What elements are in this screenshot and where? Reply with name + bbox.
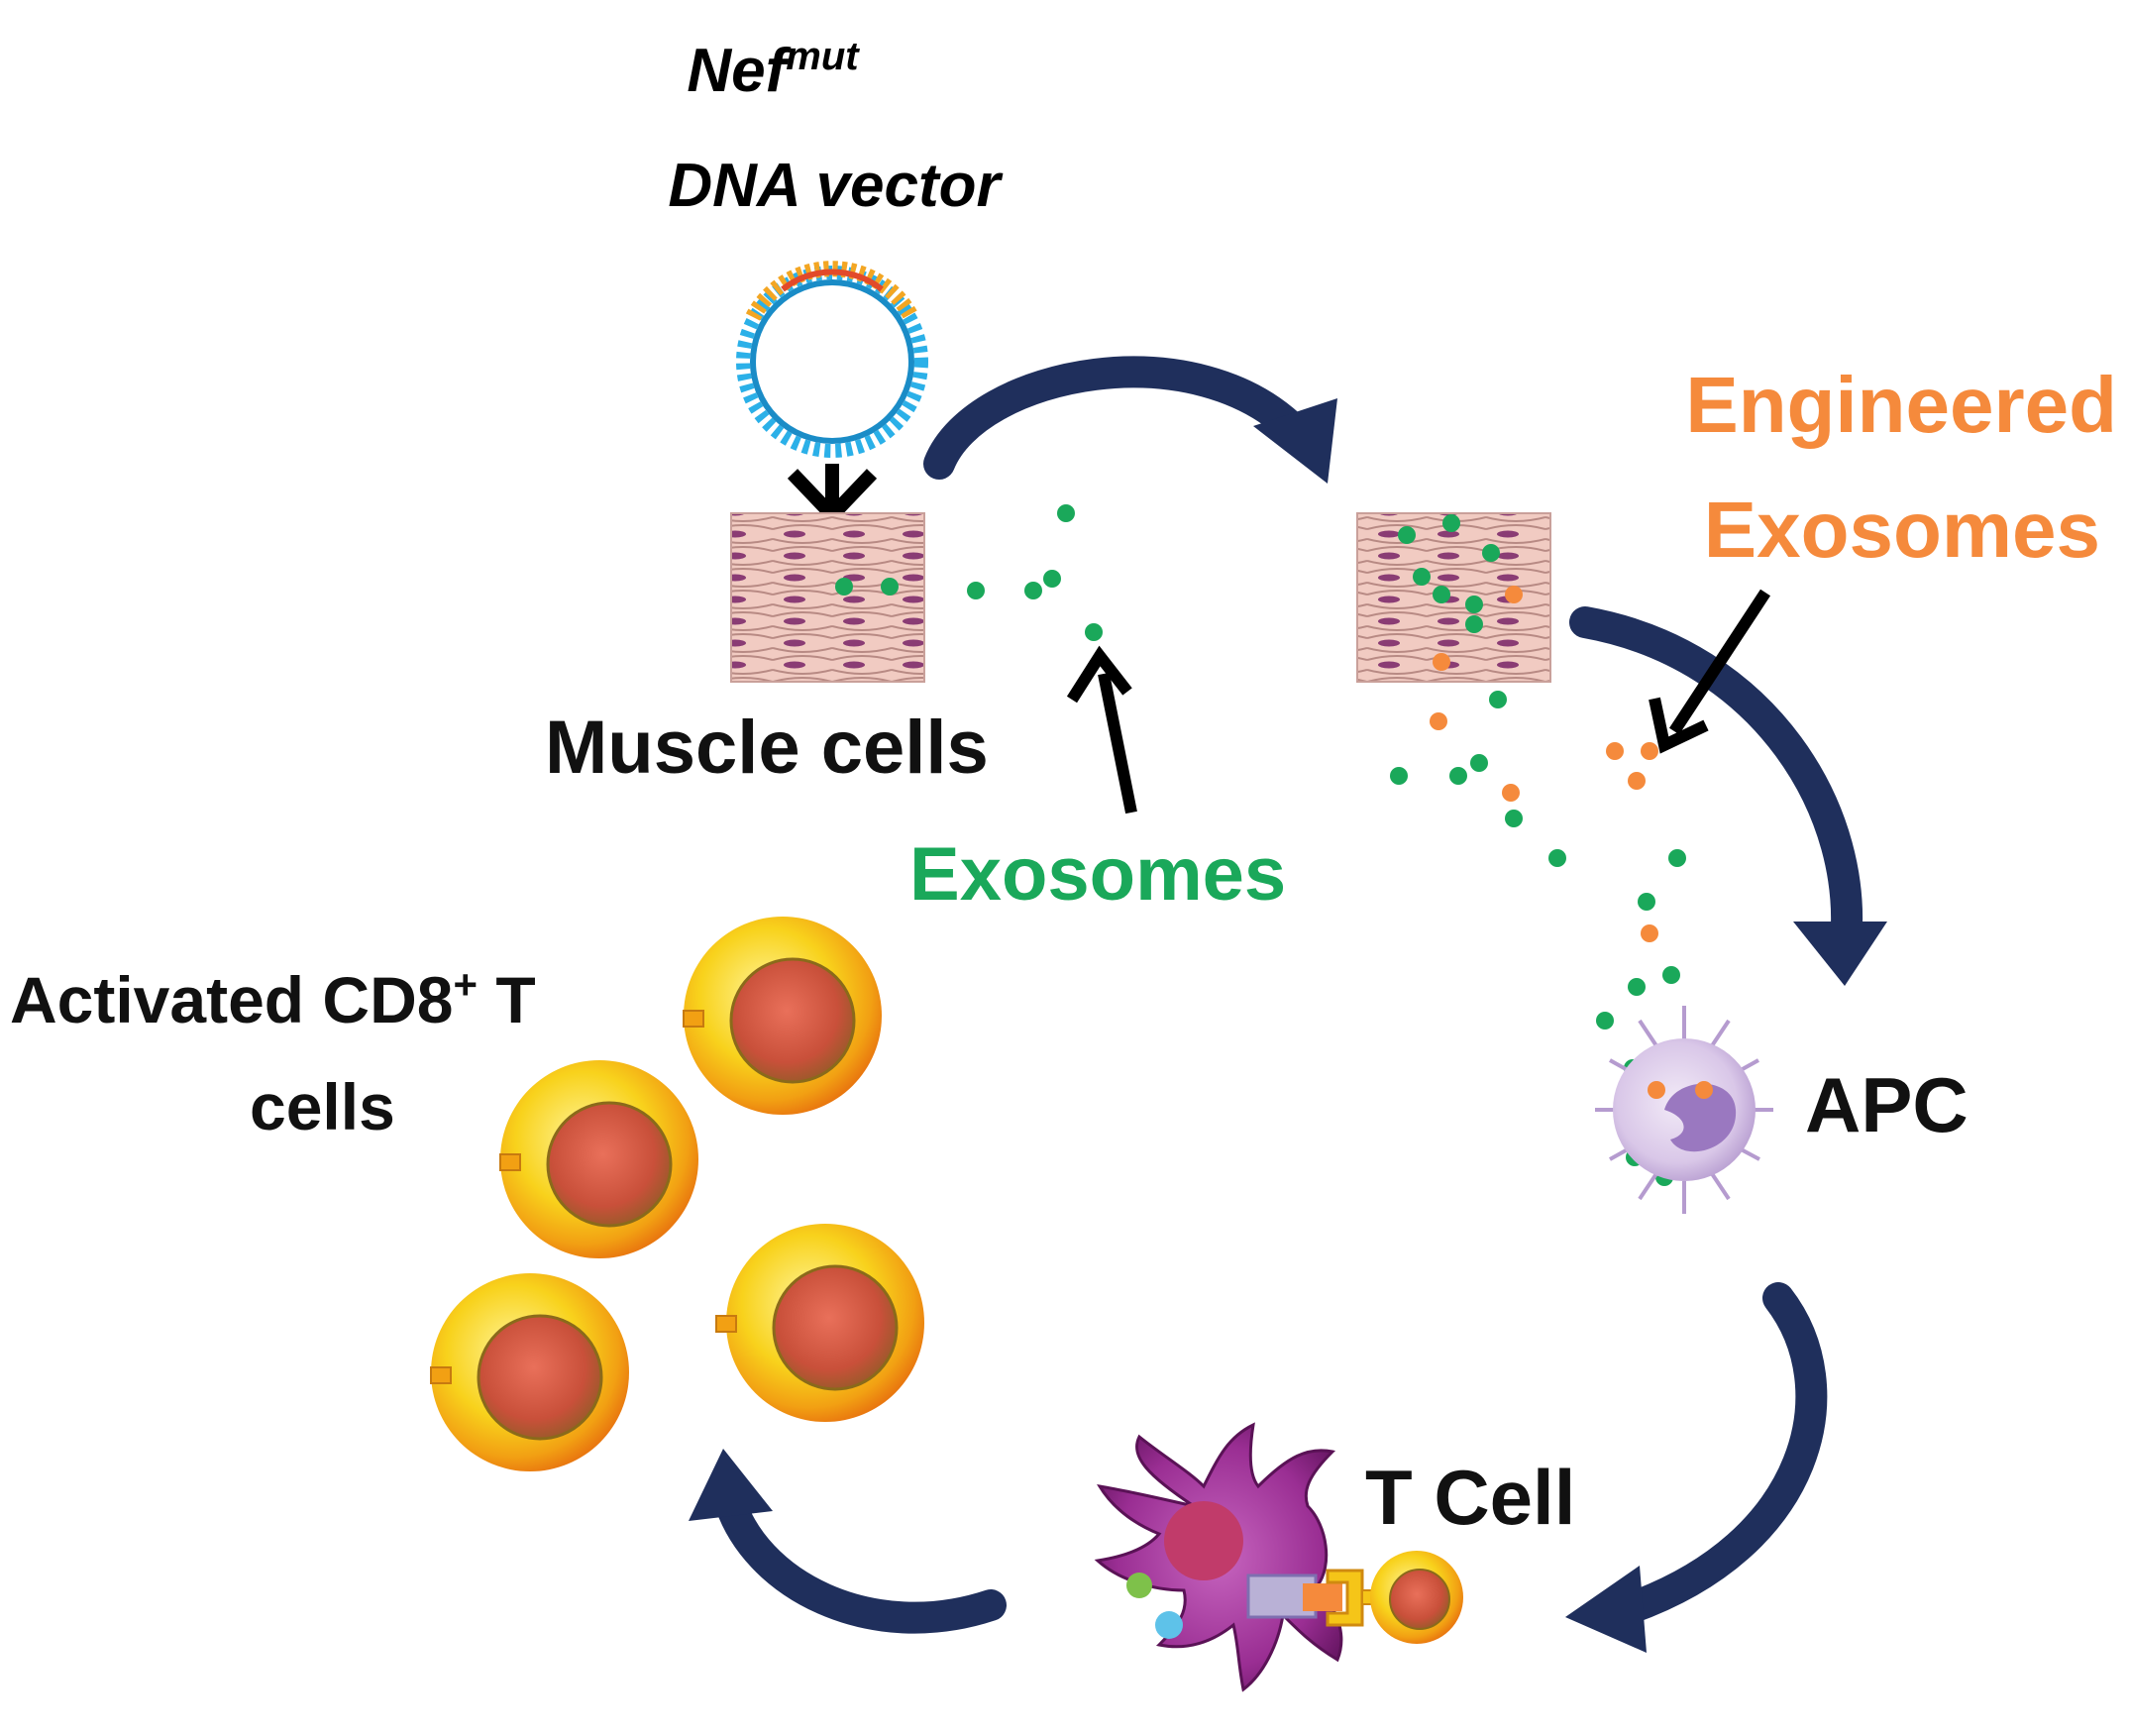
exosome-dot [1470, 754, 1488, 772]
exosome-dot [1465, 596, 1483, 613]
exosome-dot [1442, 514, 1460, 532]
plasmid-down-arrow-icon [787, 464, 878, 526]
exosome-dots-orange [1430, 586, 1658, 942]
exosome-dot [835, 578, 853, 596]
exosomes-pointer-arrow-icon [1066, 645, 1137, 814]
exosome-dot [1057, 504, 1075, 522]
engineered-exosomes-label-line2: Exosomes [1704, 486, 2100, 574]
engineered-exosome-dot [1505, 586, 1523, 603]
apc-label: APC [1805, 1061, 1969, 1148]
activated-cd8-label-line1: Activated CD8+ T [10, 961, 536, 1036]
exosome-dot [1024, 582, 1042, 599]
vector-label-nef: Nef [687, 37, 791, 105]
exosome-dot [1413, 568, 1431, 586]
engineered-pointer-arrow-icon [1649, 589, 1771, 754]
vector-label-line1: Nefmut [687, 35, 860, 105]
exosome-dot [1662, 966, 1680, 984]
engineered-exosome-dot [1628, 772, 1646, 790]
activated-t-cell-icon [499, 1060, 698, 1258]
exosome-dot [1449, 767, 1467, 785]
exosome-dot [1628, 978, 1646, 996]
t-cell-label: T Cell [1365, 1454, 1575, 1541]
exosome-dot [1085, 623, 1103, 641]
vector-label-mut: mut [786, 35, 860, 78]
exosome-dot [1505, 810, 1523, 827]
dendritic-cell-icon [1094, 1422, 1343, 1692]
engineered-exosome-dot [1433, 653, 1450, 671]
activated-cd8-suffix: T [478, 963, 536, 1036]
apc-cell-icon [1595, 1006, 1773, 1214]
engineered-exosome-dot [1430, 712, 1447, 730]
muscle-cells-label: Muscle cells [545, 705, 989, 790]
cycle-arrow-bottom-left-icon [689, 1449, 1007, 1634]
exosomes-label: Exosomes [909, 832, 1286, 917]
exosome-dot [1489, 691, 1507, 708]
exosome-dot [1596, 1012, 1614, 1030]
exosome-dot [1548, 849, 1566, 867]
activated-cd8-prefix: Activated CD8 [10, 963, 453, 1036]
engineered-exosome-dot [1641, 742, 1658, 760]
engineered-exosomes-label-line1: Engineered [1685, 361, 2117, 449]
activated-t-cell-icon [430, 1273, 629, 1471]
cycle-arrow-bottom-right-icon [1565, 1282, 1828, 1653]
activated-cd8-sup: + [453, 961, 478, 1008]
engineered-exosome-dot [1606, 742, 1624, 760]
cycle-arrow-right-icon [1569, 606, 1887, 986]
cycle-arrow-top-icon [923, 356, 1337, 484]
exosome-dot [1482, 544, 1500, 562]
engineered-exosome-dot [1641, 924, 1658, 942]
muscle-tissue-icon-left [730, 512, 925, 683]
exosome-dot [881, 578, 899, 596]
exosome-dot [1638, 893, 1655, 911]
activated-t-cell-icon [715, 1224, 924, 1422]
exosome-dot [1668, 849, 1686, 867]
exosome-dot [1390, 767, 1408, 785]
t-cell-small-icon [1370, 1551, 1463, 1644]
activated-cd8-label-line2: cells [250, 1070, 395, 1143]
activated-t-cell-icon [683, 917, 882, 1115]
engineered-exosome-dot [1502, 784, 1520, 802]
exosome-dot [1398, 526, 1416, 544]
plasmid-icon [736, 261, 928, 458]
exosome-dot [1043, 570, 1061, 588]
exosome-dot [1465, 615, 1483, 633]
vector-label-line2: DNA vector [668, 152, 1003, 220]
exosome-dot [1433, 586, 1450, 603]
exosome-dot [967, 582, 985, 599]
